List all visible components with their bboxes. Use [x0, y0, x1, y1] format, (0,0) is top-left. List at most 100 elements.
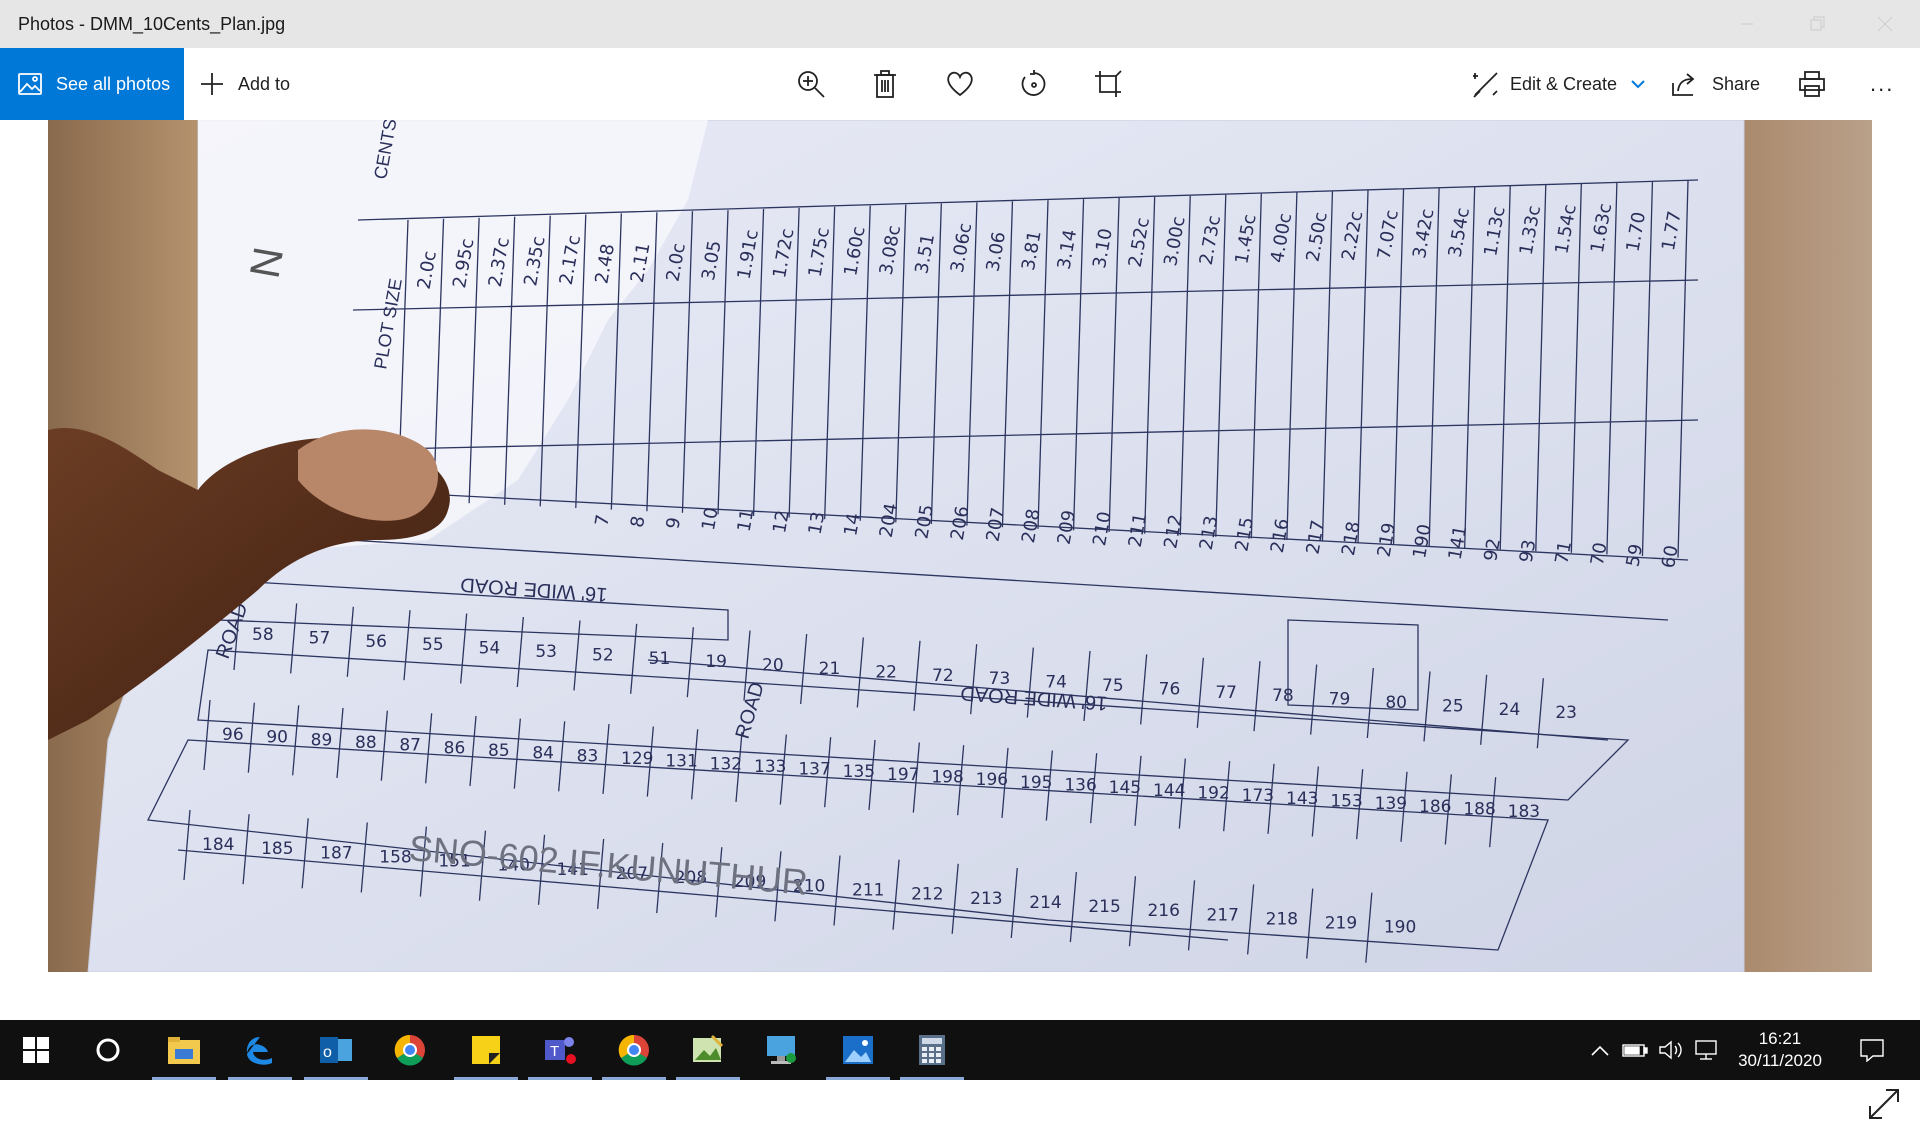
plot-boundary-line	[1178, 758, 1186, 829]
maximize-button[interactable]	[1782, 0, 1852, 48]
taskbar-calculator[interactable]	[896, 1020, 968, 1080]
plot-boundary-line	[516, 616, 524, 688]
layout-plot-number: 207	[616, 864, 648, 884]
taskbar-edge[interactable]	[224, 1020, 296, 1080]
taskbar-teams[interactable]: T	[524, 1020, 596, 1080]
crop-button[interactable]	[1090, 66, 1126, 102]
layout-plot-number: 80	[1385, 693, 1407, 713]
plot-boundary-line	[892, 859, 900, 930]
taskbar-clock[interactable]: 16:21 30/11/2020	[1720, 1028, 1840, 1072]
see-all-photos-button[interactable]: See all photos	[0, 48, 184, 120]
table-column-line	[539, 215, 551, 507]
show-hidden-icons-button[interactable]	[1586, 1020, 1614, 1080]
taskbar-remote-desktop[interactable]	[746, 1020, 818, 1080]
start-button[interactable]	[0, 1020, 72, 1080]
zoom-button[interactable]	[793, 66, 829, 102]
layout-plot-number: 83	[577, 746, 599, 766]
plot-boundary-line	[1069, 871, 1078, 943]
plot-boundary-line	[686, 627, 694, 698]
table-column-line	[575, 214, 587, 509]
plot-boundary-line	[513, 718, 521, 789]
table-column-line	[1250, 193, 1262, 539]
cortana-button[interactable]	[72, 1020, 144, 1080]
plot-boundary-line	[1010, 867, 1018, 938]
more-options-button[interactable]: ...	[1870, 48, 1894, 120]
table-column-line	[504, 216, 516, 505]
svg-text:o: o	[323, 1044, 332, 1061]
delete-button[interactable]	[867, 66, 903, 102]
layout-plot-number: 213	[970, 889, 1002, 909]
restore-icon	[1810, 16, 1825, 31]
plot-boundary-line	[380, 710, 388, 781]
fullscreen-button[interactable]	[1866, 1086, 1902, 1122]
plot-number: 60	[1658, 544, 1683, 570]
taskbar-chrome[interactable]	[374, 1020, 446, 1080]
layout-plot-number: 185	[261, 839, 293, 859]
layout-plot-number: 198	[931, 768, 963, 788]
layout-plot-number: 158	[379, 847, 411, 867]
print-button[interactable]	[1794, 66, 1830, 102]
layout-plot-number: 88	[355, 733, 377, 753]
edit-create-icon-wrap[interactable]	[1468, 66, 1504, 102]
plot-boundary-line	[691, 729, 699, 800]
table-column-line	[1144, 196, 1156, 534]
layout-plot-number: 52	[592, 645, 614, 665]
table-column-line	[717, 210, 729, 515]
folder-icon	[168, 1037, 200, 1064]
layout-plot-number: 214	[1029, 893, 1061, 913]
trash-icon	[874, 70, 896, 98]
minimize-icon	[1741, 23, 1753, 25]
plot-boundary-line	[1134, 755, 1142, 826]
plot-boundary-line	[469, 715, 477, 787]
taskbar-image-app[interactable]	[672, 1020, 744, 1080]
taskbar-photos[interactable]	[822, 1020, 894, 1080]
battery-button[interactable]	[1620, 1020, 1650, 1080]
layout-plot-number: 131	[665, 752, 697, 772]
photos-app-icon	[843, 1036, 873, 1064]
table-column-line	[788, 207, 800, 518]
layout-plot-number: 129	[621, 749, 653, 769]
table-column-line	[1321, 191, 1334, 542]
edit-create-button[interactable]: Edit & Create	[1510, 48, 1645, 120]
share-icon-wrap[interactable]	[1666, 66, 1702, 102]
taskbar-outlook[interactable]: o	[300, 1020, 372, 1080]
taskbar-sticky-notes[interactable]	[450, 1020, 522, 1080]
plot-boundary-line	[1001, 747, 1009, 818]
taskbar-chrome-2[interactable]	[598, 1020, 670, 1080]
plot-boundary-line	[856, 637, 864, 708]
layout-plot-number: 137	[798, 760, 830, 780]
plot-boundary-line	[1400, 771, 1408, 842]
layout-plot-number: 216	[1147, 901, 1179, 921]
layout-plot-number: 133	[754, 757, 786, 777]
layout-plot-number: 56	[365, 632, 387, 652]
layout-plot-number: 19	[705, 652, 727, 672]
clock-time: 16:21	[1758, 1029, 1802, 1048]
volume-button[interactable]	[1656, 1020, 1686, 1080]
edit-create-icon	[1473, 72, 1498, 98]
plot-boundary-line	[743, 630, 751, 701]
close-button[interactable]	[1850, 0, 1920, 48]
plot-boundary-line	[301, 818, 309, 889]
plot-boundary-line	[1223, 761, 1231, 832]
plot-boundary-line	[1140, 654, 1148, 725]
rotate-button[interactable]	[1016, 66, 1052, 102]
layout-plot-number: 208	[675, 868, 707, 888]
layout-plot-number: 84	[532, 744, 554, 764]
layout-plot-number: 76	[1159, 679, 1181, 699]
zoom-icon	[798, 71, 825, 98]
minimize-button[interactable]	[1712, 0, 1782, 48]
network-button[interactable]	[1692, 1020, 1722, 1080]
plot-boundary-line	[1356, 769, 1364, 840]
chevron-up-icon	[1591, 1045, 1609, 1056]
action-center-button[interactable]	[1852, 1020, 1892, 1080]
crop-icon	[1095, 70, 1122, 97]
plot-number: 92	[1480, 537, 1505, 563]
favorite-button[interactable]	[942, 66, 978, 102]
add-to-button[interactable]: Add to	[200, 48, 290, 120]
taskbar-file-explorer[interactable]	[148, 1020, 220, 1080]
share-label: Share	[1712, 73, 1761, 94]
layout-plot-number: 51	[649, 649, 671, 669]
share-button[interactable]: Share	[1712, 48, 1760, 120]
plot-boundary-line	[537, 834, 546, 905]
